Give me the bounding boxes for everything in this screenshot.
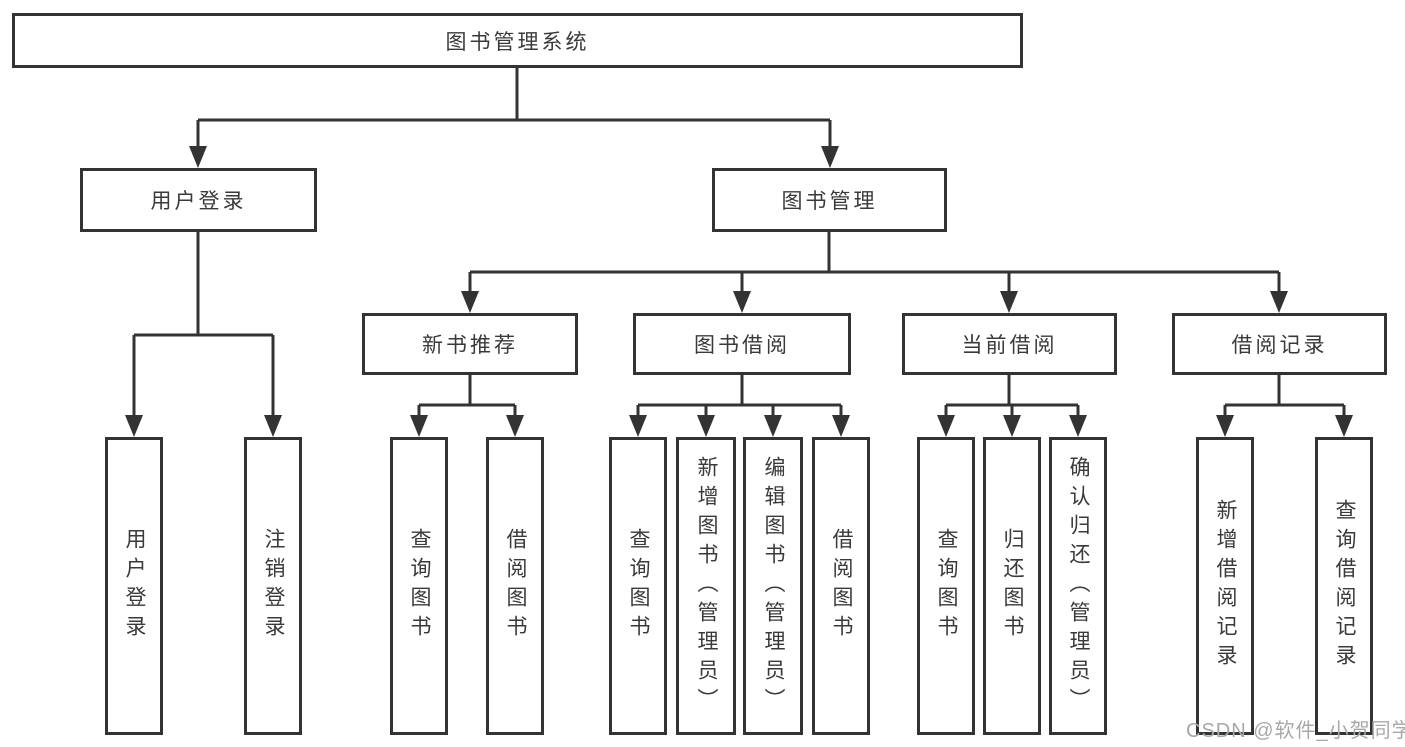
node-user-login: 用户登录 — [80, 168, 317, 232]
leaf-rec-borrow-books-label: 借阅图书 — [504, 528, 528, 644]
leaf-bb-edit-books-admin-label: 编辑图书（管理员） — [762, 455, 786, 717]
leaf-bb-add-books-admin: 新增图书（管理员） — [676, 437, 736, 735]
leaf-br-query-record-label: 查询借阅记录 — [1333, 499, 1357, 673]
leaf-rec-query-books: 查询图书 — [390, 437, 448, 735]
leaf-bb-query-books-label: 查询图书 — [627, 528, 651, 644]
node-new-book-recommend: 新书推荐 — [362, 313, 578, 375]
leaf-cb-query-books: 查询图书 — [917, 437, 975, 735]
node-root-label: 图书管理系统 — [445, 30, 590, 54]
leaf-rec-query-books-label: 查询图书 — [408, 528, 432, 644]
leaf-logout-label: 注销登录 — [262, 528, 286, 644]
leaf-cb-return-books: 归还图书 — [983, 437, 1041, 735]
node-borrowing-records: 借阅记录 — [1172, 313, 1387, 375]
node-new-book-recommend-label: 新书推荐 — [422, 334, 518, 357]
node-current-borrowing-label: 当前借阅 — [961, 334, 1058, 357]
node-book-management-label: 图书管理 — [781, 190, 878, 213]
leaf-br-add-record-label: 新增借阅记录 — [1214, 499, 1238, 673]
leaf-bb-add-books-admin-label: 新增图书（管理员） — [695, 455, 719, 717]
leaf-bb-edit-books-admin: 编辑图书（管理员） — [743, 437, 803, 735]
node-book-borrowing: 图书借阅 — [633, 313, 851, 375]
leaf-br-query-record: 查询借阅记录 — [1315, 437, 1373, 735]
leaf-cb-return-books-label: 归还图书 — [1001, 528, 1025, 644]
leaf-rec-borrow-books: 借阅图书 — [486, 437, 544, 735]
leaf-cb-query-books-label: 查询图书 — [935, 528, 959, 644]
node-current-borrowing: 当前借阅 — [902, 313, 1117, 375]
leaf-bb-query-books: 查询图书 — [609, 437, 667, 735]
leaf-logout: 注销登录 — [244, 437, 302, 735]
node-book-management: 图书管理 — [712, 168, 947, 232]
node-root: 图书管理系统 — [12, 13, 1023, 68]
leaf-bb-borrow-books-label: 借阅图书 — [830, 528, 854, 644]
leaf-br-add-record: 新增借阅记录 — [1196, 437, 1254, 735]
leaf-cb-confirm-return-admin: 确认归还（管理员） — [1049, 437, 1107, 735]
leaf-bb-borrow-books: 借阅图书 — [812, 437, 870, 735]
node-user-login-label: 用户登录 — [150, 190, 247, 213]
node-borrowing-records-label: 借阅记录 — [1231, 334, 1328, 357]
node-book-borrowing-label: 图书借阅 — [694, 334, 790, 357]
leaf-user-login-label: 用户登录 — [123, 528, 147, 644]
arrowheads — [125, 146, 1353, 437]
leaf-cb-confirm-return-admin-label: 确认归还（管理员） — [1067, 455, 1091, 717]
connector-paths — [132, 68, 1346, 416]
leaf-user-login: 用户登录 — [105, 437, 163, 735]
csdn-watermark: CSDN @软件_小贺同学 — [1186, 720, 1405, 742]
